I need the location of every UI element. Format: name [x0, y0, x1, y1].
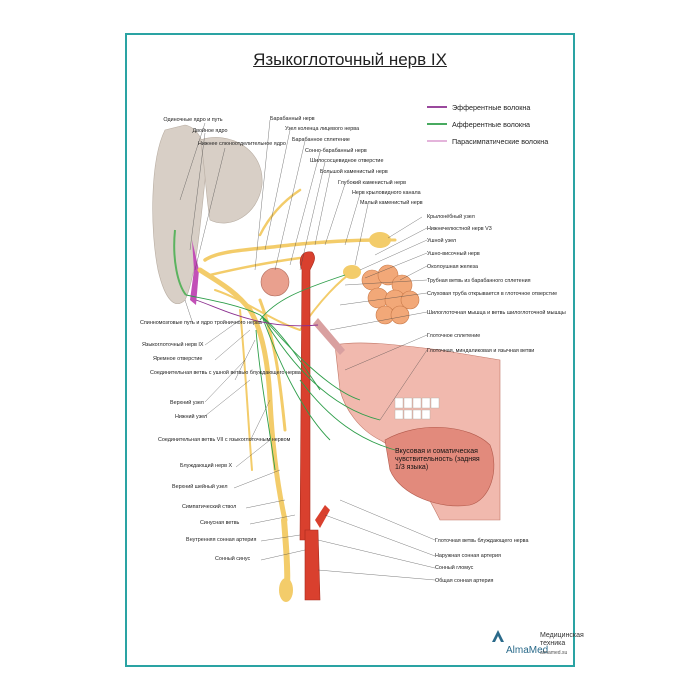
label-glossopharyngeal-nerve: Языкоглоточный нерв IX — [142, 341, 204, 348]
nucleus-efferent — [190, 240, 199, 305]
label-carotid-body: Сонный гломус — [435, 564, 474, 571]
label-internal-carotid: Внутренняя сонная артерия — [186, 537, 256, 543]
teeth — [394, 397, 440, 420]
otic-ganglion — [343, 265, 361, 279]
afferent-fibers — [185, 274, 396, 471]
label-inferior-salivatory-nucleus: Нижнее слюноотделительное ядро — [198, 141, 286, 147]
label-tympanic-plexus: Барабанное сплетение — [292, 137, 350, 143]
label-external-carotid: Наружная сонная артерия — [435, 553, 501, 559]
inset-text-container: Вкусовая и соматическая чувствительность… — [395, 448, 480, 471]
cerebellum — [199, 137, 263, 224]
company-name: Медицинская техника — [540, 632, 584, 647]
page-title: Языкоглоточный нерв IX — [253, 50, 447, 69]
nucleus-afferent — [173, 229, 187, 296]
legend-label-parasympathetic: Парасимпатические волокна — [452, 137, 548, 146]
label-tubal-branch: Трубная ветвь из барабанного сплетения — [427, 278, 531, 284]
efferent-fiber — [195, 299, 319, 327]
company-line-2: техника — [540, 639, 566, 647]
label-carotid-sinus: Сонный синус — [215, 555, 251, 562]
label-sympathetic-trunk: Симпатический ствол — [182, 503, 236, 510]
label-pharyngeal-plexus: Глоточное сплетение — [427, 333, 480, 339]
label-nucleus-ambiguus: Двойное ядро — [193, 127, 228, 134]
label-otic-ganglion: Ушной узел — [427, 237, 456, 244]
label-pterygoid-canal-nerve: Нерв крыловидного канала — [352, 190, 421, 196]
company-line-1: Медицинская — [540, 632, 584, 639]
label-geniculate-ganglion: Узел коленца лицевого нерва — [285, 126, 359, 132]
label-lesser-petrosal-nerve: Малый каменистый нерв — [360, 199, 423, 206]
label-auditory-tube: Слуховая труба открывается в глоточное о… — [427, 291, 557, 297]
inset-text: Вкусовая и соматическая чувствительность… — [395, 448, 480, 471]
parotid-gland — [361, 264, 420, 325]
stylopharyngeus-muscle — [313, 318, 345, 355]
label-caroticotympanic-nerve: Сонно-барабанный нерв — [305, 147, 367, 154]
label-sinus-branch: Синусная ветвь — [200, 520, 240, 526]
common-carotid-artery — [304, 529, 321, 601]
legend: Эфферентные волокна Афферентные волокна … — [427, 103, 548, 146]
almamed-logo-icon — [492, 630, 504, 642]
label-connecting-branch-vii: Соединительная ветвь VII с языкоглоточны… — [158, 437, 291, 443]
label-stylopharyngeus: Шилоглоточная мышца и ветвь шилоглоточно… — [427, 309, 566, 316]
legend-label-afferent: Афферентные волокна — [452, 120, 530, 129]
leader-lines — [179, 119, 436, 581]
label-connecting-branch-auricular: Соединительная ветвь с ушной ветвью блуж… — [150, 369, 301, 376]
label-pharyngeal-branch-vagus: Глоточная ветвь блуждающего нерва — [435, 538, 528, 544]
label-mandibular-nerve: Нижнечелюстной нерв V3 — [427, 225, 492, 232]
label-parotid-gland: Околоушная железа — [427, 264, 478, 270]
brand-site: almamed.su — [540, 650, 568, 656]
external-carotid-artery — [315, 505, 330, 528]
label-inferior-ganglion: Нижний узел — [175, 413, 207, 420]
label-stylomastoid-foramen: Шилососцевидное отверстие — [310, 158, 383, 164]
label-solitary-nucleus: Одиночные ядро и путь — [163, 117, 222, 123]
internal-carotid-artery — [299, 251, 315, 541]
label-auriculotemporal-nerve: Ушно-височный нерв — [427, 250, 480, 257]
legend-label-efferent: Эфферентные волокна — [452, 103, 530, 112]
label-tympanic-nerve: Барабанный нерв — [270, 115, 315, 122]
label-deep-petrosal-nerve: Глубокий каменистый нерв — [338, 179, 406, 186]
tongue — [384, 426, 495, 507]
label-superior-ganglion: Верхний узел — [170, 399, 204, 406]
label-superior-cervical-ganglion: Верхний шейный узел — [172, 483, 228, 490]
tympanic-cavity — [260, 267, 290, 297]
label-jugular-foramen: Яремное отверстие — [153, 356, 202, 362]
pterygopalatine-ganglion — [369, 232, 391, 248]
label-greater-petrosal-nerve: Большой каменистый нерв — [320, 168, 388, 175]
label-vagus-nerve: Блуждающий нерв X — [180, 462, 232, 469]
label-pterygopalatine-ganglion: Крылонёбный узел — [427, 213, 475, 220]
superior-cervical-ganglion — [279, 578, 293, 602]
label-common-carotid: Общая сонная артерия — [435, 578, 494, 584]
label-spinal-trigeminal: Спинномозговые путь и ядро тройничного н… — [140, 319, 262, 326]
label-pharyngeal-tonsillar-lingual: Глоточная, миндаликовая и язычная ветви — [427, 348, 534, 354]
brand-name: AlmaMed — [506, 645, 549, 656]
